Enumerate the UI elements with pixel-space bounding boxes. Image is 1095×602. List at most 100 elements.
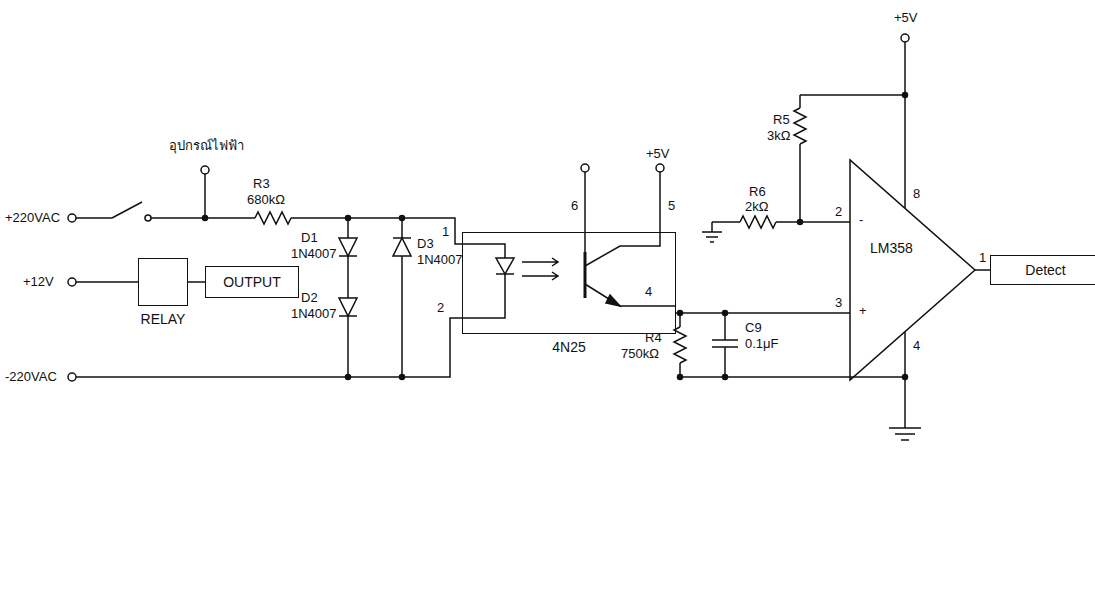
resistor-name: R5 bbox=[772, 112, 791, 127]
node-label: OUTPUT bbox=[206, 274, 298, 290]
switch-and-mains bbox=[201, 166, 209, 174]
pin-number: 1 bbox=[978, 250, 987, 265]
switch-and-mains bbox=[68, 166, 255, 222]
comparator-reference bbox=[794, 108, 806, 144]
comparator-reference bbox=[799, 144, 801, 222]
comparator-reference bbox=[903, 93, 908, 98]
optocoupler-internals bbox=[522, 258, 558, 266]
wire-connector bbox=[676, 312, 850, 314]
filter-network bbox=[679, 313, 681, 327]
comparator-reference bbox=[799, 95, 801, 108]
diode-part: 1N4007 bbox=[416, 252, 464, 267]
diode-symbol bbox=[401, 218, 403, 238]
comparator-reference bbox=[740, 216, 776, 228]
optocoupler-internals bbox=[522, 272, 558, 280]
comparator-reference bbox=[800, 94, 905, 96]
relay-supply bbox=[76, 281, 138, 283]
relay-supply bbox=[68, 278, 138, 286]
resistor-symbol bbox=[255, 212, 291, 224]
node-label: RELAY bbox=[139, 311, 187, 327]
optocoupler-internals bbox=[584, 252, 587, 298]
input-sign: + bbox=[858, 303, 868, 318]
input-sign: - bbox=[858, 212, 864, 227]
filter-network bbox=[903, 375, 908, 380]
pin-number: 1 bbox=[441, 224, 450, 239]
return-wire bbox=[76, 318, 462, 377]
filter-network bbox=[680, 376, 905, 378]
optocoupler-internals bbox=[496, 258, 514, 274]
resistor-value: 3kΩ bbox=[766, 128, 791, 143]
comparator-reference bbox=[901, 34, 909, 42]
node-label: Detect bbox=[991, 262, 1095, 278]
filter-network bbox=[723, 375, 728, 380]
detect-box: Detect bbox=[990, 255, 1095, 285]
optocoupler-internals bbox=[606, 295, 620, 306]
relay-supply bbox=[68, 278, 76, 286]
optocoupler-internals bbox=[584, 172, 586, 252]
terminal-label: -220VAC bbox=[4, 369, 58, 384]
comparator-reference bbox=[702, 222, 722, 242]
return-wire bbox=[68, 318, 462, 381]
return-wire bbox=[68, 373, 76, 381]
terminal-label: +12V bbox=[22, 274, 55, 289]
pin-number: 8 bbox=[912, 186, 921, 201]
pin-number: 6 bbox=[570, 198, 579, 213]
switch-and-mains bbox=[76, 217, 112, 219]
input-wire bbox=[291, 216, 462, 245]
switch-and-mains bbox=[204, 174, 206, 218]
load-label: อุปกรณ์ไฟฟ้า bbox=[168, 138, 245, 153]
switch-and-mains bbox=[145, 215, 151, 221]
capacitor-value: 0.1μF bbox=[744, 336, 780, 351]
node-label: LM358 bbox=[870, 240, 913, 256]
optocoupler-internals bbox=[462, 274, 505, 318]
pin-number: 5 bbox=[667, 198, 676, 213]
comparator-reference bbox=[776, 221, 850, 223]
optocoupler-internals bbox=[581, 164, 589, 172]
resistor-name: R6 bbox=[748, 184, 767, 199]
resistor-name: R3 bbox=[252, 176, 271, 191]
diode-symbol bbox=[401, 256, 403, 377]
supply-label: +5V bbox=[893, 10, 919, 25]
opamp-outline bbox=[850, 160, 975, 380]
diode-name: D2 bbox=[300, 290, 319, 305]
diode-symbol bbox=[339, 218, 411, 377]
filter-network bbox=[674, 311, 921, 441]
optocoupler-box: 4N25 bbox=[462, 232, 676, 334]
optocoupler-internals bbox=[585, 172, 660, 266]
diode-symbol bbox=[347, 316, 349, 377]
filter-network bbox=[724, 347, 726, 377]
diode-symbol bbox=[347, 256, 349, 298]
opamp-outline bbox=[850, 160, 975, 380]
diode-name: D1 bbox=[300, 230, 319, 245]
diode-symbol bbox=[339, 298, 357, 316]
output-box: OUTPUT bbox=[205, 266, 299, 298]
terminal-label: +220VAC bbox=[4, 210, 61, 225]
resistor-name: R4 bbox=[644, 330, 663, 345]
pin-number: 4 bbox=[912, 338, 921, 353]
optocoupler-internals bbox=[585, 284, 676, 306]
optocoupler-internals bbox=[656, 164, 664, 172]
comparator-reference bbox=[702, 34, 909, 242]
diode-part: 1N4007 bbox=[290, 306, 338, 321]
filter-network bbox=[678, 375, 683, 380]
wire-connector bbox=[188, 281, 205, 283]
relay-box: RELAY bbox=[138, 258, 188, 306]
diode-name: D3 bbox=[416, 236, 435, 251]
resistor-value: 2kΩ bbox=[744, 199, 769, 214]
switch-and-mains bbox=[112, 202, 142, 218]
comparator-reference bbox=[904, 42, 906, 208]
supply-label: +5V bbox=[645, 146, 671, 161]
capacitor-name: C9 bbox=[744, 320, 763, 335]
diode-part: 1N4007 bbox=[290, 246, 338, 261]
input-wire bbox=[291, 218, 462, 244]
return-wire bbox=[400, 375, 405, 380]
pin-number: 2 bbox=[834, 204, 843, 219]
resistor-value: 750kΩ bbox=[620, 346, 660, 361]
filter-network bbox=[712, 340, 738, 347]
switch-and-mains bbox=[68, 214, 76, 222]
node-label: 4N25 bbox=[463, 339, 675, 355]
optocoupler-internals bbox=[462, 244, 505, 258]
resistor-symbol bbox=[255, 212, 291, 224]
